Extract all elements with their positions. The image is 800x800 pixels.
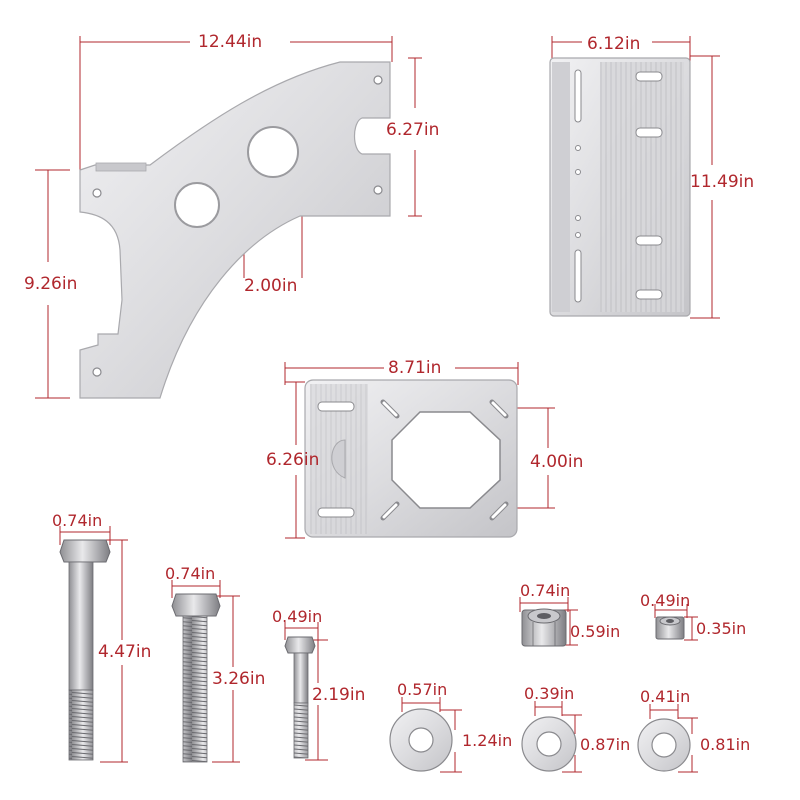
label-bracket-slot-height: 6.27in: [386, 120, 440, 140]
label-washer-small-diameter: 0.81in: [700, 735, 751, 754]
bracket-hole-medium: [174, 182, 220, 228]
label-nut-large-width: 0.74in: [520, 581, 571, 600]
label-bolt-medium-head: 0.74in: [165, 564, 216, 583]
bolt-medium: [171, 593, 221, 763]
label-bolt-small-length: 2.19in: [312, 685, 366, 705]
bolt-large: [59, 539, 111, 761]
label-washer-medium-diameter: 0.87in: [580, 735, 631, 754]
label-plate-opening: 4.00in: [530, 452, 584, 472]
plate-opening: [391, 411, 501, 509]
bracket-hole-large: [247, 126, 299, 178]
motor-mount-bracket: [79, 61, 391, 399]
label-washer-large-hole: 0.57in: [397, 680, 448, 699]
label-plate-height: 6.26in: [266, 450, 320, 470]
nut-small: [655, 616, 685, 640]
label-bracket-height: 9.26in: [24, 274, 78, 294]
label-channel-width: 6.12in: [587, 34, 641, 54]
washer-medium: [521, 716, 577, 772]
label-plate-width: 8.71in: [388, 358, 442, 378]
label-nut-small-height: 0.35in: [696, 619, 747, 638]
label-nut-small-width: 0.49in: [640, 591, 691, 610]
label-bracket-width: 12.44in: [198, 32, 263, 52]
label-bolt-large-length: 4.47in: [98, 642, 152, 662]
label-bolt-large-head: 0.74in: [52, 511, 103, 530]
washer-small: [637, 718, 691, 772]
washer-large: [389, 708, 453, 772]
label-washer-small-hole: 0.41in: [640, 687, 691, 706]
bolt-small: [284, 636, 316, 759]
label-bolt-medium-length: 3.26in: [212, 669, 266, 689]
label-nut-large-height: 0.59in: [570, 622, 621, 641]
nut-large: [521, 608, 567, 647]
label-channel-height: 11.49in: [690, 172, 755, 192]
label-washer-medium-hole: 0.39in: [524, 684, 575, 703]
channel-bracket: [549, 57, 691, 317]
label-bolt-small-head: 0.49in: [272, 607, 323, 626]
label-washer-large-diameter: 1.24in: [462, 731, 513, 750]
mount-plate: [304, 379, 518, 538]
label-bracket-hole: 2.00in: [244, 276, 298, 296]
